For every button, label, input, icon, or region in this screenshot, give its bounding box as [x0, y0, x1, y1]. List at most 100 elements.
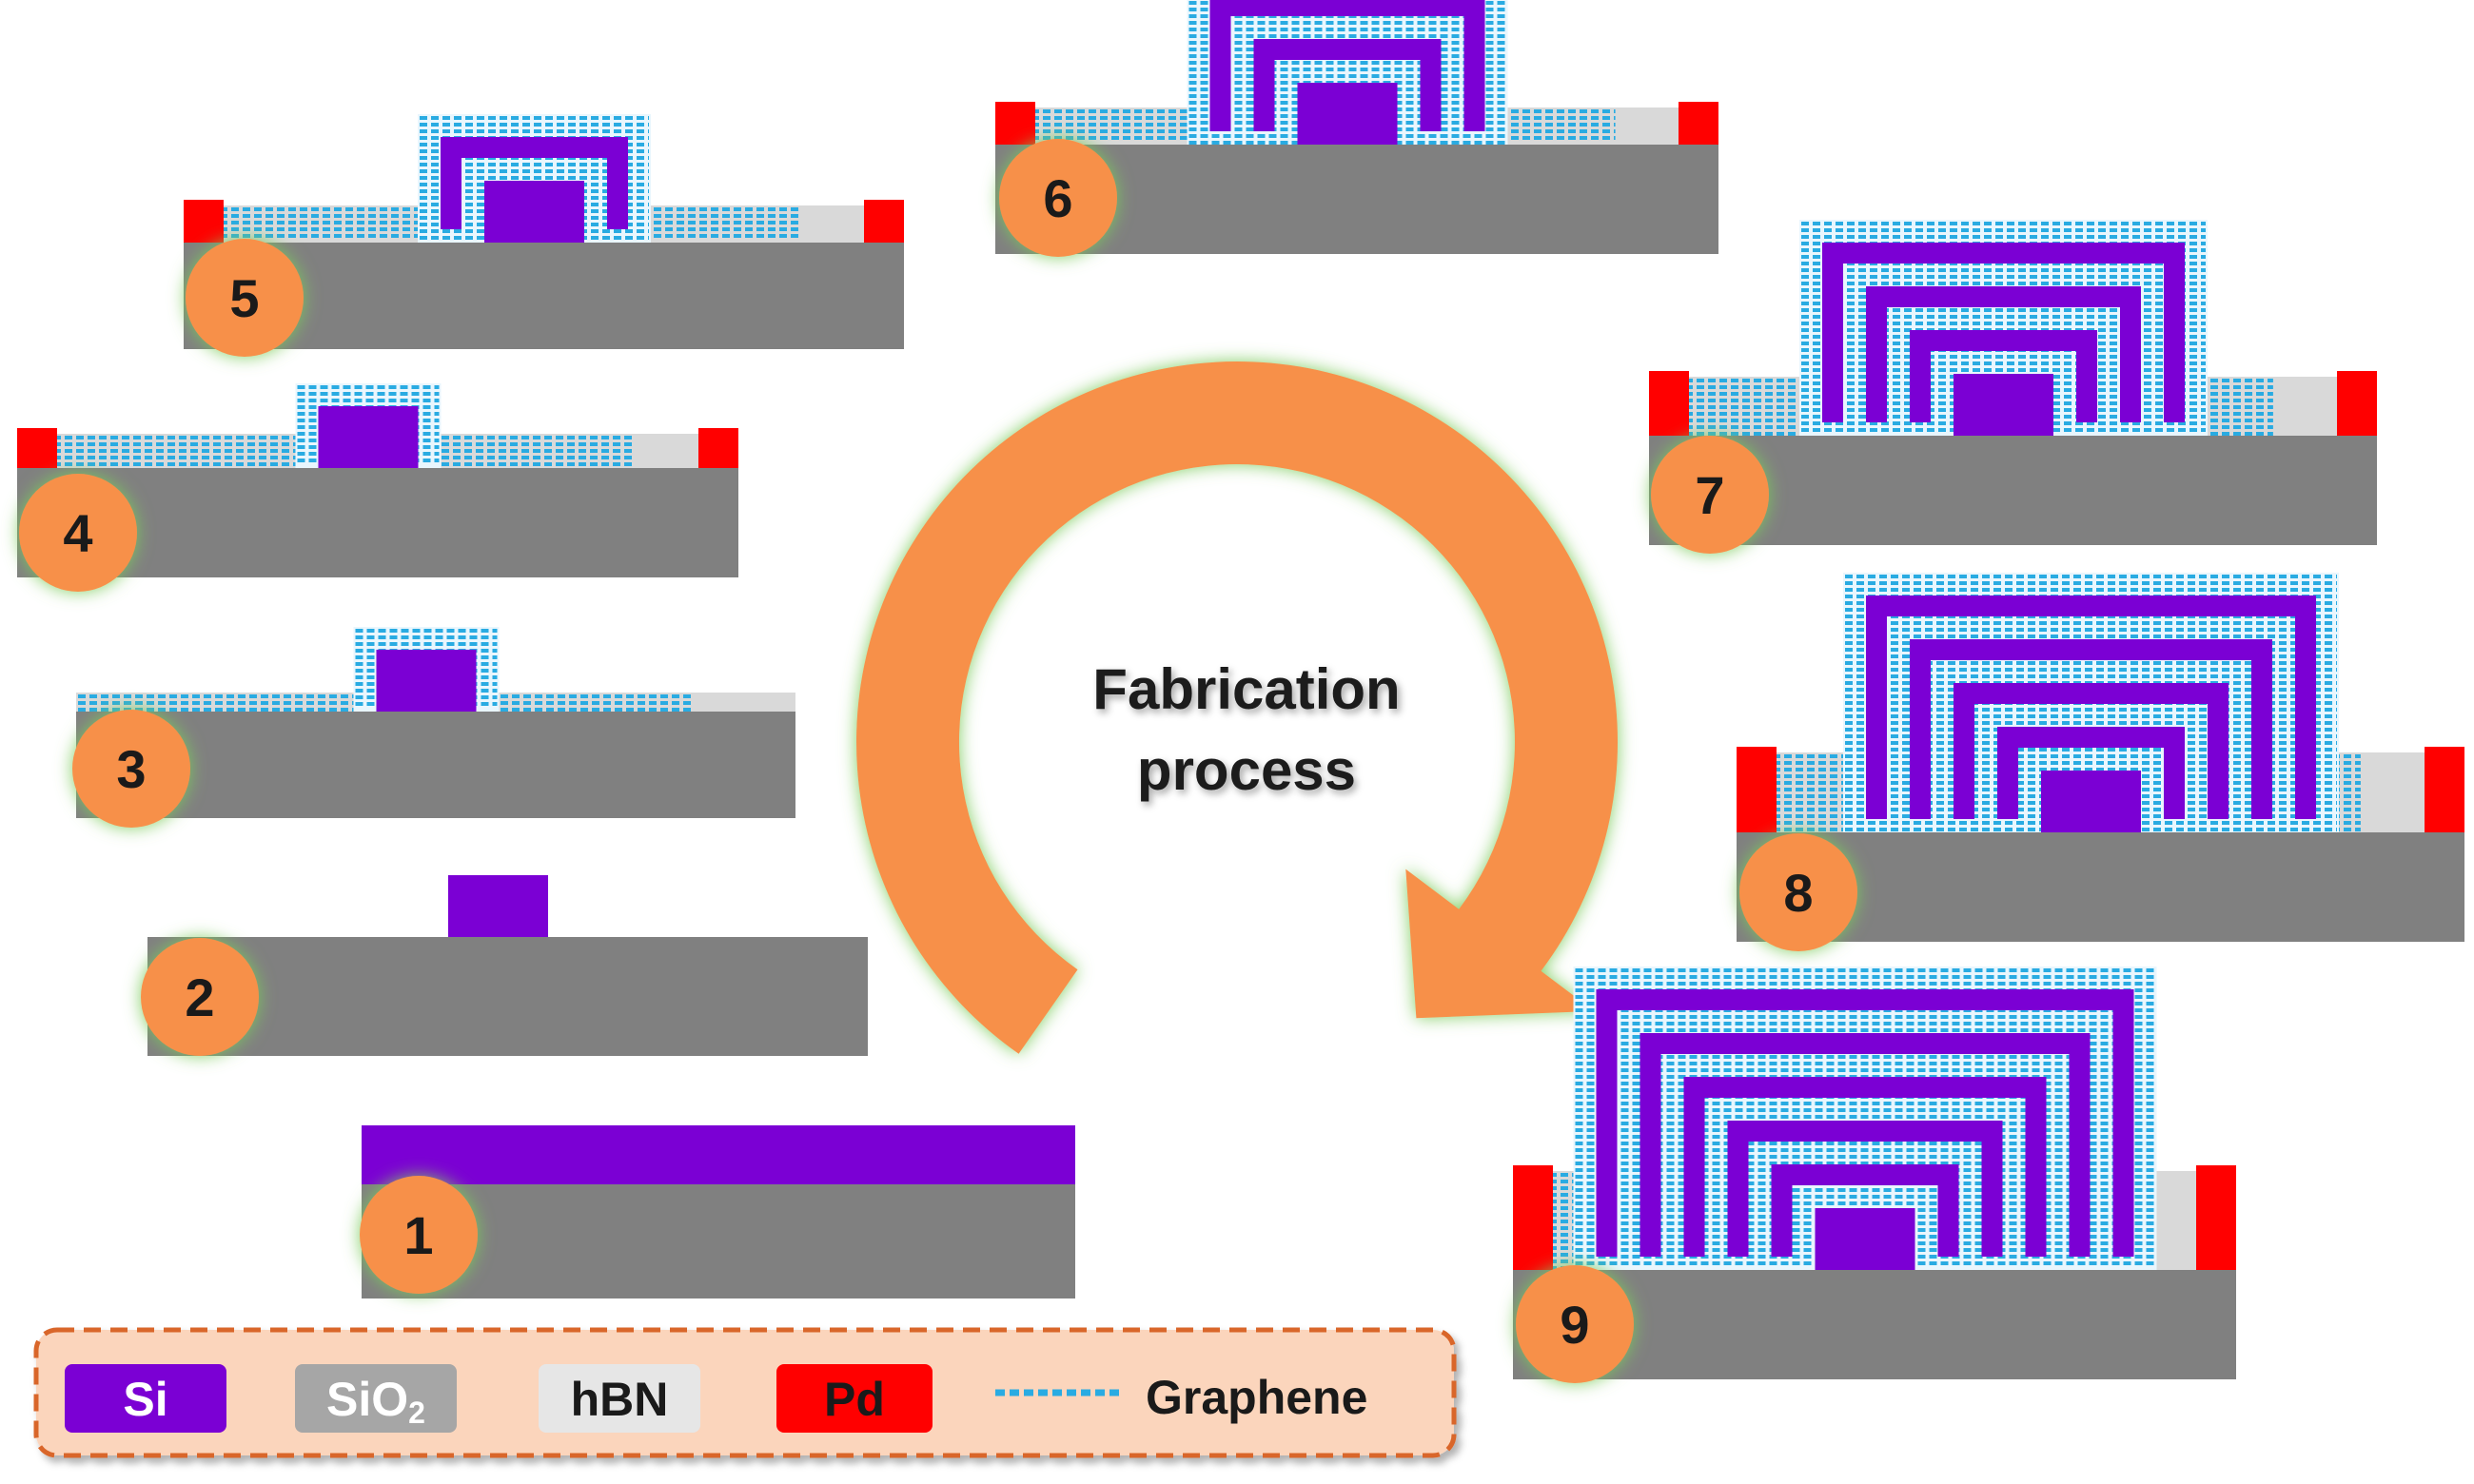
- si-pedestal: [2041, 771, 2141, 832]
- step-7: 7: [1649, 220, 2377, 554]
- step-badge: [19, 474, 137, 592]
- step-badge: [999, 139, 1117, 257]
- pd-contact-left: [1737, 747, 1777, 832]
- si-arch: [1209, 0, 1485, 131]
- si-pedestal: [318, 406, 419, 468]
- center-label-line1: Fabrication: [1092, 657, 1400, 721]
- pd-contact-right: [864, 200, 904, 243]
- legend-item-graphene: Graphene: [995, 1371, 1367, 1424]
- step-badge-circle: [186, 239, 304, 357]
- pd-contact-right: [2196, 1165, 2236, 1270]
- pd-contact-left: [1513, 1165, 1553, 1270]
- step-badge-circle: [999, 139, 1117, 257]
- pd-contact-right: [698, 428, 738, 468]
- pd-contact-left: [1649, 371, 1689, 436]
- si-pedestal: [1297, 83, 1398, 145]
- legend-si-label: Si: [123, 1373, 167, 1426]
- step-number: 8: [1783, 863, 1813, 923]
- step-6: 6: [995, 0, 1718, 257]
- si-arch: [1253, 39, 1442, 131]
- si-arch: [1997, 727, 2185, 819]
- si-pedestal: [448, 875, 548, 937]
- si-film: [362, 1125, 1075, 1184]
- sio2-substrate: [76, 712, 795, 818]
- legend-sio2-text: SiO: [326, 1373, 408, 1426]
- sio2-substrate: [184, 243, 904, 349]
- si-arch: [1910, 639, 2272, 819]
- legend-sio2-swatch: [295, 1364, 457, 1433]
- legend-hbn-swatch: [539, 1364, 700, 1433]
- step-number: 7: [1695, 465, 1724, 525]
- sio2-substrate: [147, 937, 868, 1056]
- step-1: 1: [360, 1125, 1075, 1298]
- step-badge-circle: [72, 710, 190, 828]
- si-arch: [1727, 1121, 2003, 1257]
- legend-item-pd: Pd: [776, 1364, 933, 1433]
- step-number: 4: [63, 503, 92, 563]
- legend-pd-label: Pd: [824, 1373, 885, 1426]
- step-5: 5: [184, 114, 904, 357]
- legend-item-si: Si: [65, 1364, 226, 1433]
- sio2-substrate: [1737, 832, 2464, 942]
- legend-graphene-label: Graphene: [1146, 1371, 1367, 1424]
- si-arch: [1822, 243, 2185, 422]
- step-2: 2: [141, 875, 868, 1056]
- step-number: 2: [185, 967, 214, 1027]
- step-badge: [186, 239, 304, 357]
- step-badge: [360, 1176, 478, 1294]
- step-number: 3: [116, 739, 146, 799]
- legend-sio2-label: SiO2: [326, 1373, 425, 1430]
- step-badge: [1651, 436, 1769, 554]
- pd-contact-left: [184, 200, 224, 243]
- pd-contact-left: [17, 428, 57, 468]
- step-badge: [1739, 833, 1857, 951]
- legend-pd-swatch: [776, 1364, 933, 1433]
- si-pedestal: [1815, 1208, 1915, 1270]
- step-badge-circle: [1739, 833, 1857, 951]
- steps-layer: 1 2 3 4 5 6 7 8 9: [17, 0, 2464, 1383]
- pd-contact-right: [1679, 102, 1718, 145]
- center-label-line2: process: [1137, 738, 1356, 802]
- pd-contact-right: [2425, 747, 2464, 832]
- pd-contact-left: [995, 102, 1035, 145]
- si-arch: [1954, 683, 2229, 819]
- cycle-arrow-icon: [856, 361, 1619, 1054]
- si-arch: [1683, 1077, 2047, 1257]
- legend-sio2-subscript: 2: [408, 1396, 425, 1430]
- step-number: 9: [1560, 1295, 1589, 1355]
- step-9: 9: [1513, 967, 2236, 1383]
- step-3: 3: [72, 627, 795, 828]
- si-arch: [441, 137, 628, 229]
- si-arch: [1866, 286, 2141, 422]
- legend-item-sio2: SiO2: [295, 1364, 457, 1433]
- step-number: 5: [229, 268, 259, 328]
- si-arch: [1771, 1164, 1959, 1257]
- step-badge: [141, 938, 259, 1056]
- legend-hbn-label: hBN: [571, 1373, 669, 1426]
- si-pedestal: [1954, 374, 2053, 436]
- sio2-substrate: [17, 468, 738, 577]
- step-number: 6: [1043, 168, 1072, 228]
- step-badge-circle: [360, 1176, 478, 1294]
- si-pedestal: [376, 650, 477, 712]
- step-number: 1: [403, 1205, 433, 1265]
- si-arch: [1910, 330, 2097, 422]
- step-badge: [72, 710, 190, 828]
- step-badge-circle: [1516, 1265, 1634, 1383]
- si-pedestal: [484, 181, 584, 243]
- step-badge: [1516, 1265, 1634, 1383]
- step-badge-circle: [19, 474, 137, 592]
- step-badge-circle: [1651, 436, 1769, 554]
- cycle-arrow-shape: [856, 361, 1619, 1054]
- step-badge-circle: [141, 938, 259, 1056]
- legend-item-hbn: hBN: [539, 1364, 700, 1433]
- step-8: 8: [1737, 573, 2464, 951]
- step-4: 4: [17, 383, 738, 592]
- legend-si-swatch: [65, 1364, 226, 1433]
- sio2-substrate: [362, 1184, 1075, 1298]
- pd-contact-right: [2337, 371, 2377, 436]
- sio2-substrate: [1649, 436, 2377, 545]
- legend: Si SiO2 hBN Pd Graphene: [33, 1327, 1457, 1458]
